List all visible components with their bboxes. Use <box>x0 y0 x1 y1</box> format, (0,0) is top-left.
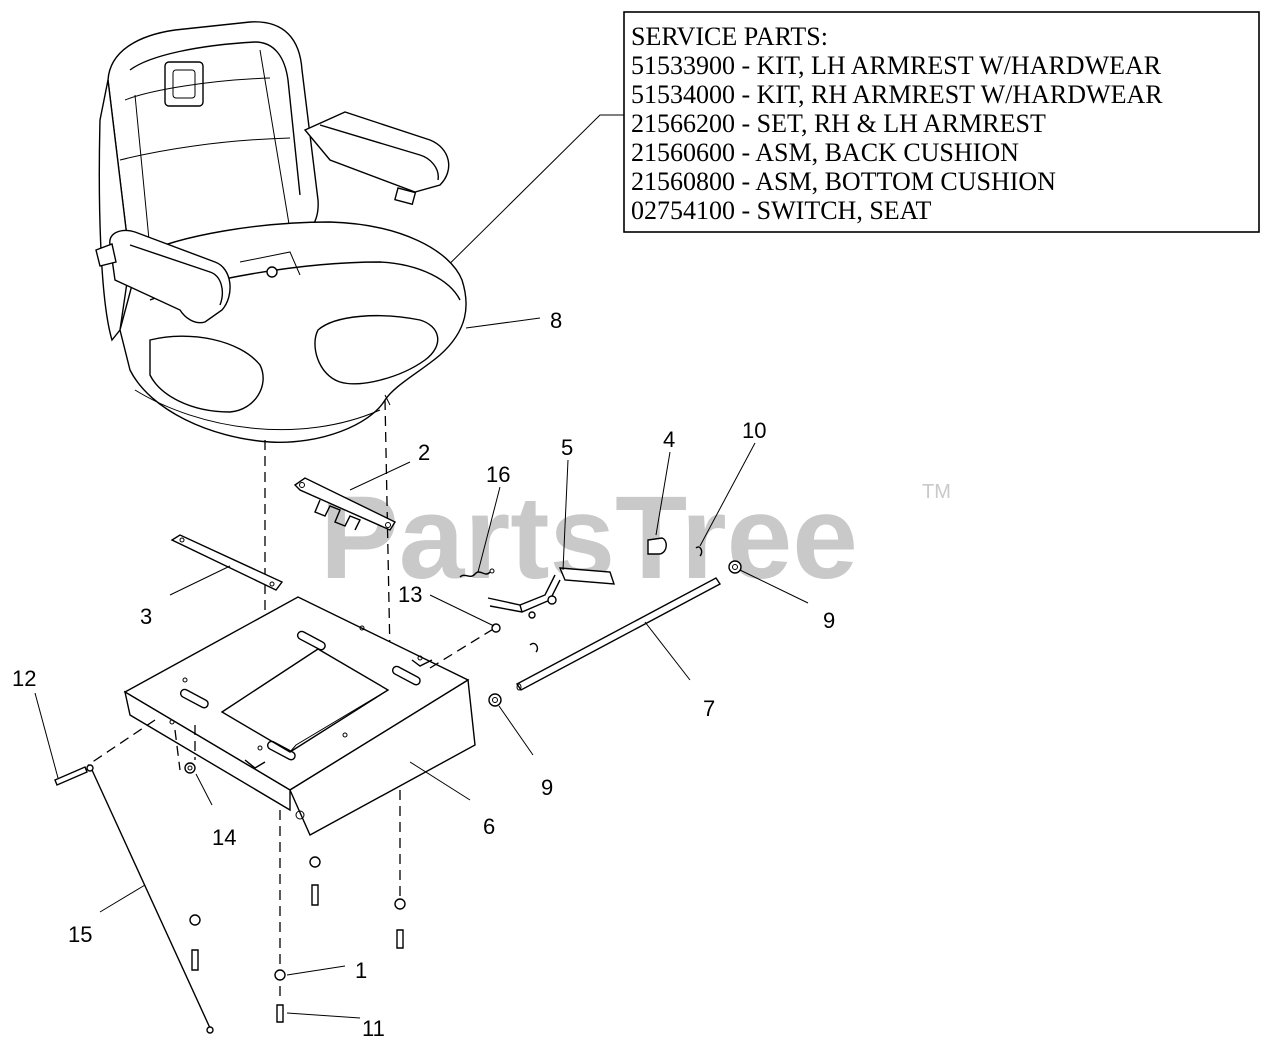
dash-base-to-nut-14 <box>174 729 181 771</box>
callout-5: 5 <box>561 435 573 460</box>
dash-base-to-screw-12 <box>87 719 156 766</box>
callout-1: 1 <box>355 958 367 983</box>
part-9-bushing-left <box>488 693 502 707</box>
seat-assembly <box>95 21 467 443</box>
part-7-rod <box>515 577 722 691</box>
part-9-bushing-right <box>728 560 742 574</box>
callout-8: 8 <box>550 308 562 333</box>
callout-15: 15 <box>68 922 92 947</box>
service-part-3: 21566200 - SET, RH & LH ARMREST <box>631 109 1046 138</box>
service-part-1: 51533900 - KIT, LH ARMREST W/HARDWEAR <box>631 51 1162 80</box>
callout-10: 10 <box>742 418 766 443</box>
part-12-screw <box>54 764 94 786</box>
part-10-clip <box>695 546 703 557</box>
service-part-6: 02754100 - SWITCH, SEAT <box>631 196 932 225</box>
service-part-4: 21560600 - ASM, BACK CUSHION <box>631 138 1019 167</box>
part-5-lever <box>487 567 615 619</box>
callout-2: 2 <box>418 440 430 465</box>
part-15-cable <box>91 769 214 1034</box>
part-16-spring <box>459 568 495 578</box>
service-part-5: 21560800 - ASM, BOTTOM CUSHION <box>631 167 1056 196</box>
callout-13: 13 <box>398 582 422 607</box>
watermark-trademark: TM <box>922 481 951 503</box>
hardware-nuts-bolts <box>189 856 406 1023</box>
hairpin <box>529 642 539 653</box>
callout-9-left: 9 <box>541 775 553 800</box>
callout-7: 7 <box>703 696 715 721</box>
leader-lines <box>34 317 809 1019</box>
service-parts-box: SERVICE PARTS: 51533900 - KIT, LH ARMRES… <box>623 11 1260 233</box>
part-6-seat-base <box>123 596 476 836</box>
callout-4: 4 <box>663 427 675 452</box>
part-2-bracket <box>293 477 397 531</box>
callout-6: 6 <box>483 814 495 839</box>
callout-9-right: 9 <box>823 608 835 633</box>
part-3-plate <box>170 534 284 591</box>
dash-base-to-clip-13 <box>429 627 496 669</box>
part-14-nut <box>184 762 196 774</box>
service-parts-heading: SERVICE PARTS: <box>631 22 828 51</box>
callout-14: 14 <box>212 825 236 850</box>
callout-16: 16 <box>486 462 510 487</box>
callout-12: 12 <box>12 666 36 691</box>
part-4-bushing <box>647 537 667 555</box>
service-part-2: 51534000 - KIT, RH ARMREST W/HARDWEAR <box>631 80 1163 109</box>
callout-3: 3 <box>140 604 152 629</box>
dash-seat-to-base-right <box>384 399 391 656</box>
callout-11: 11 <box>362 1016 385 1041</box>
service-parts-leader <box>414 114 624 299</box>
